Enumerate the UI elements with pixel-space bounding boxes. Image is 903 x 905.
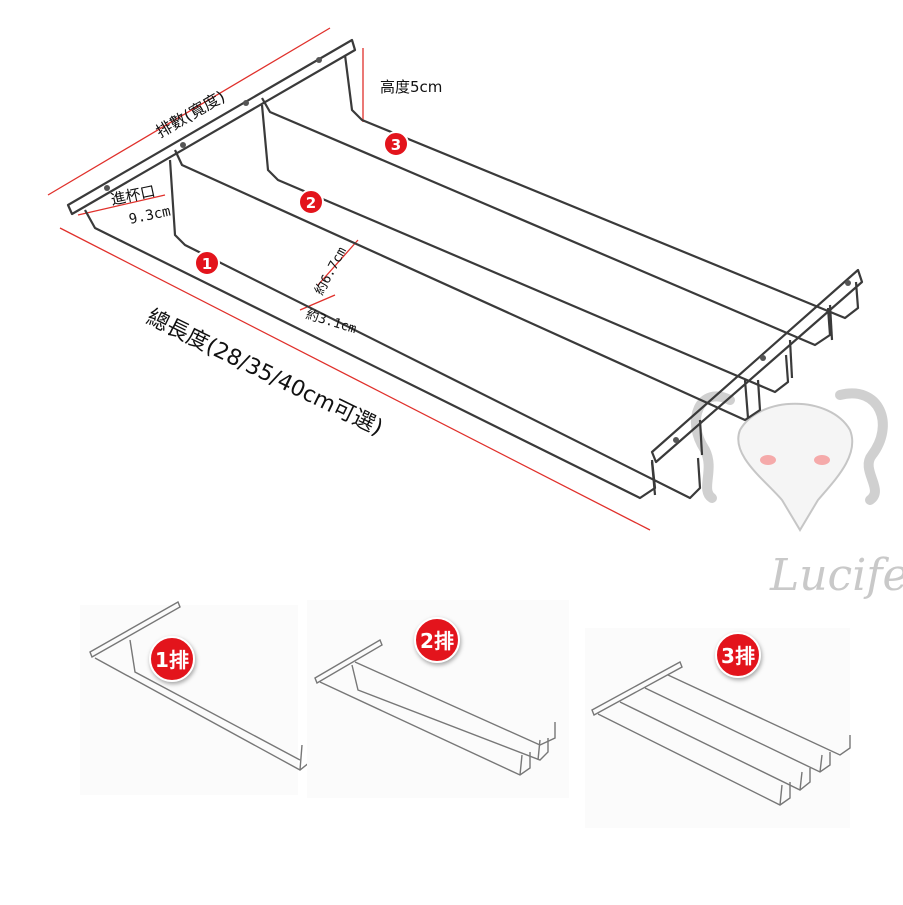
opening-title-label: 進杯口 (109, 182, 157, 209)
main-rack (66, 38, 864, 500)
row-marker-1: 1 (194, 250, 220, 276)
variant-2-badge: 2排 (420, 629, 454, 653)
logo-text: Lucifer (769, 550, 903, 601)
dimension-lines (47, 27, 651, 531)
spacing-67-label: 約6.7cm (312, 245, 350, 298)
row-marker-2: 2 (298, 189, 324, 215)
variant-3-row: 3排 (585, 628, 851, 828)
height-label: 高度5cm (380, 78, 442, 96)
variant-3-badge: 3排 (721, 644, 755, 668)
variant-1-badge: 1排 (155, 648, 189, 672)
variant-1-row: 1排 (80, 600, 311, 795)
svg-text:1: 1 (202, 255, 212, 273)
opening-value-label: 9.3cm (128, 203, 173, 227)
ram-logo-watermark (691, 388, 888, 532)
spacing-31-label: 約3.1cm (304, 307, 358, 337)
row-marker-3: 3 (383, 131, 409, 157)
svg-text:3: 3 (391, 136, 401, 154)
svg-text:2: 2 (306, 194, 316, 212)
variant-2-row: 2排 (307, 600, 569, 798)
